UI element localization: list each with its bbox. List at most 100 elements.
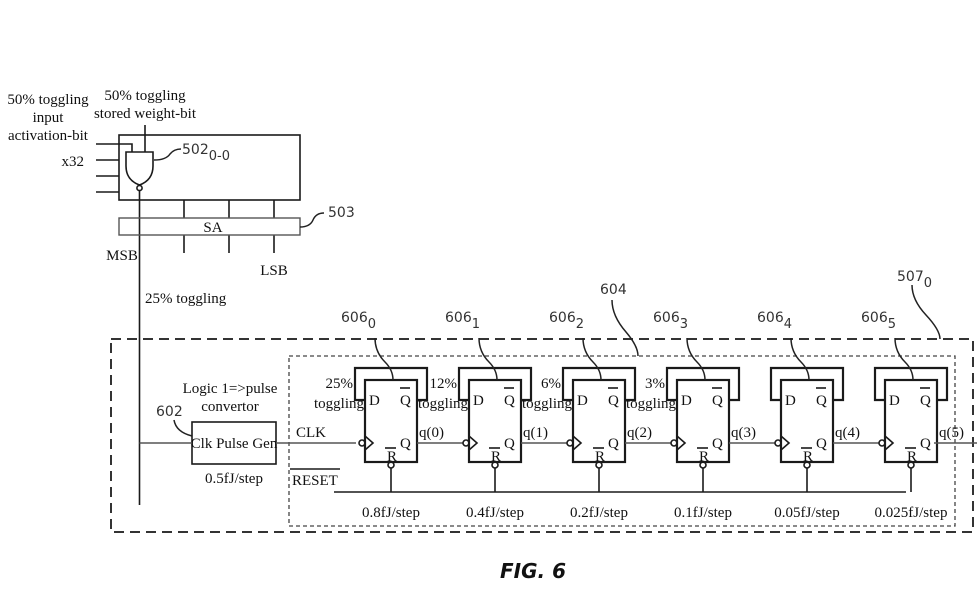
ref-subscript: 4 (784, 317, 792, 332)
toggling-pct: 25% (326, 376, 354, 392)
output-label: q(0) (419, 425, 444, 441)
pin-q: Q (920, 436, 931, 452)
ref-606-3: 6063 (653, 310, 688, 332)
clk-label: CLK (296, 425, 326, 441)
ref-602: 602 (156, 404, 183, 420)
pin-qbar: Q (400, 393, 411, 409)
ref-subscript: 1 (472, 317, 480, 332)
output-label: q(2) (627, 425, 652, 441)
ref-503: 503 (328, 205, 355, 221)
clock-triangle (572, 435, 583, 451)
ref-number: 606 (861, 310, 888, 326)
memory-array-block (118, 134, 301, 201)
pin-rbar: R (907, 449, 917, 465)
pin-qbar: Q (920, 393, 931, 409)
clock-triangle (676, 435, 687, 451)
leader-602 (173, 419, 193, 437)
array-to-sa-lines (183, 200, 275, 253)
energy-label: 0.05fJ/step (774, 505, 839, 521)
pin-qbar: Q (608, 393, 619, 409)
ref-number: 606 (549, 310, 576, 326)
ref-number: 606 (757, 310, 784, 326)
feedback-loop (457, 366, 533, 402)
pin-d: D (785, 393, 796, 409)
pin-rbar: R (699, 449, 709, 465)
pin-qbar: Q (712, 393, 723, 409)
leader-606 (582, 337, 602, 381)
leader-507 (911, 284, 941, 340)
feedback-loop (665, 366, 741, 402)
clock-bubble (462, 439, 470, 447)
figure-caption: FIG. 6 (500, 559, 566, 583)
pin-d: D (681, 393, 692, 409)
leader-606 (374, 337, 394, 381)
pin-qbar: Q (504, 393, 515, 409)
energy-label: 0.8fJ/step (362, 505, 420, 521)
toggling-word: toggling (522, 396, 573, 412)
feedback-loop (561, 366, 637, 402)
clock-triangle (780, 435, 791, 451)
toggling-pct: 6% (541, 376, 561, 392)
leader-503 (299, 212, 325, 228)
output-label: q(4) (835, 425, 860, 441)
feedback-loop (873, 366, 949, 402)
pin-q: Q (816, 436, 827, 452)
clk-pulse-gen-label: Clk Pulse Gen (191, 436, 278, 452)
reset-label: RESET (292, 473, 338, 489)
output-toggling-label: 25% toggling (145, 291, 227, 307)
leader-606 (790, 337, 810, 381)
pin-rbar: R (595, 449, 605, 465)
ref-604: 604 (600, 282, 627, 298)
pulse-gen-energy: 0.5fJ/step (205, 471, 263, 487)
leader-606 (686, 337, 706, 381)
leader-604 (611, 299, 639, 357)
clock-triangle (884, 435, 895, 451)
clock-triangle (364, 435, 375, 451)
ref-606-2: 6062 (549, 310, 584, 332)
pin-rbar: R (803, 449, 813, 465)
input-toggling-line-1: 50% toggling (7, 92, 89, 108)
energy-label: 0.1fJ/step (674, 505, 732, 521)
toggling-word: toggling (418, 396, 469, 412)
pin-d: D (473, 393, 484, 409)
feedback-loop (353, 366, 429, 402)
input-lines (96, 125, 146, 193)
clock-bubble (774, 439, 782, 447)
ref-subscript: 0 (368, 317, 376, 332)
pulse-gen-title-1: Logic 1=>pulse (183, 381, 278, 397)
sa-label: SA (203, 220, 222, 236)
ref-subscript: 5 (888, 317, 896, 332)
leader-502 (153, 148, 182, 161)
pulse-gen-title-2: convertor (201, 399, 258, 415)
weight-toggling-line-2: stored weight-bit (94, 106, 197, 122)
ref-606-0: 6060 (341, 310, 376, 332)
pin-d: D (369, 393, 380, 409)
input-activation-label: 50% toggling input activation-bit x32 (7, 92, 89, 170)
input-toggling-line-2: input (33, 110, 65, 126)
pin-q: Q (504, 436, 515, 452)
ref-606-1: 6061 (445, 310, 480, 332)
energy-label: 0.4fJ/step (466, 505, 524, 521)
clock-bubble (358, 439, 366, 447)
msb-label: MSB (106, 248, 138, 264)
pin-q: Q (400, 436, 411, 452)
ref-502: 5020-0 (182, 142, 230, 164)
pin-rbar: R (387, 449, 397, 465)
pin-rbar: R (491, 449, 501, 465)
leader-606 (894, 337, 914, 381)
pin-d: D (889, 393, 900, 409)
toggling-pct: 3% (645, 376, 665, 392)
toggling-pct: 12% (430, 376, 458, 392)
ref-number: 606 (653, 310, 680, 326)
nand-gate (125, 151, 154, 186)
ref-subscript: 3 (680, 317, 688, 332)
pin-qbar: Q (816, 393, 827, 409)
lsb-label: LSB (260, 263, 288, 279)
leader-606 (478, 337, 498, 381)
